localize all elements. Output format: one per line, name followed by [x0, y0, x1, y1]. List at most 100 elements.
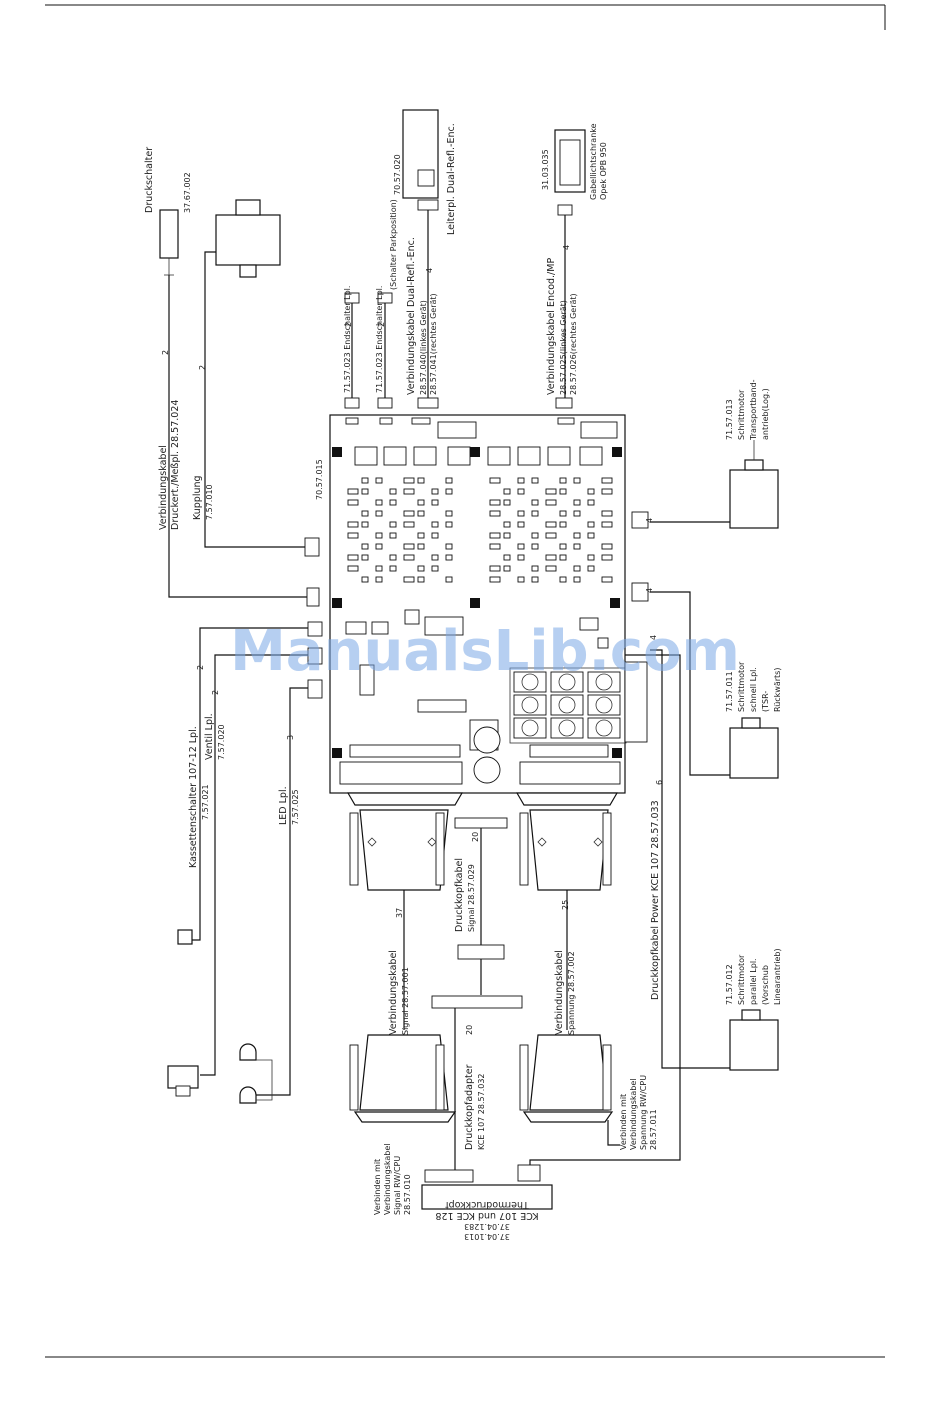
smd-component: [389, 488, 397, 495]
dsub-connector-right: [515, 792, 619, 891]
label-motor-schnell-3: (TSR-: [761, 691, 770, 712]
label-dual-refl-kabel-3: 28.57.041(rechtes Gerät): [429, 293, 438, 395]
smd-component: [445, 554, 453, 561]
smd-component: [559, 510, 567, 517]
count-encod: 4: [562, 245, 571, 250]
led-part: [239, 1043, 273, 1104]
smd-component: [361, 488, 369, 495]
smd-component: [573, 510, 581, 517]
label-thermo-2: KCE 107 und KCE 128: [435, 1210, 538, 1221]
label-motor-transport-1: Schrittmotor: [737, 389, 746, 440]
wire-counts: 2 2 2 2 4 4 4 4 4 2 2 3 6 20 20 37 25: [161, 245, 664, 1035]
gabellichtschranke-part: [554, 129, 586, 216]
smd-component: [489, 499, 501, 506]
capacitor-circle: [558, 696, 576, 714]
label-dk-signal-2: Signal 28.57.029: [467, 864, 476, 932]
count-signal-37: 37: [395, 908, 404, 918]
smd-component: [503, 532, 511, 539]
label-druckschalter-nr: 37.67.002: [183, 172, 192, 213]
count-endschalter-1: 2: [344, 322, 353, 327]
smd-component: [489, 543, 501, 550]
label-encod-kabel-2: 28.57.025(linkes Gerät): [559, 300, 568, 395]
count-endschalter-2: 2: [377, 322, 386, 327]
label-endschalter-2: 71.57.023 Endschalter Lpl.: [375, 286, 384, 393]
smd-component: [431, 532, 439, 539]
label-motor-schnell-2: schnell Lpl.: [749, 667, 758, 712]
count-motor-parallel: 4: [649, 635, 658, 640]
count-druck: 2: [161, 350, 170, 355]
smd-component: [559, 543, 567, 550]
label-gabel-2: Opek OPB 950: [599, 142, 608, 200]
power-capacitor: [587, 717, 621, 739]
power-capacitor: [513, 694, 547, 716]
smd-component: [389, 554, 397, 561]
smd-component: [417, 499, 425, 506]
smd-component: [445, 576, 453, 583]
rotated-labels: Druckschalter 37.67.002 Verbindungskabel…: [144, 123, 782, 1215]
smd-component: [503, 554, 511, 561]
label-adapter-2: KCE 107 28.57.032: [477, 1073, 486, 1150]
smd-component: [445, 543, 453, 550]
label-motor-parallel-4: Linearantrieb): [773, 948, 782, 1005]
capacitor-circle: [521, 673, 539, 691]
label-bottom-right-2: Verbindungskabel: [629, 1078, 638, 1150]
power-capacitor: [513, 671, 547, 693]
thermo-print-head: [421, 1164, 553, 1210]
label-bottom-left-3: Signal RW/CPU: [393, 1156, 402, 1215]
smd-component: [559, 554, 567, 561]
smd-component: [601, 510, 613, 517]
smd-component: [503, 499, 511, 506]
count-kupplung: 2: [198, 365, 207, 370]
smd-component: [573, 576, 581, 583]
count-dual-refl: 4: [425, 268, 434, 273]
capacitor-circle: [558, 673, 576, 691]
smd-component: [375, 477, 383, 484]
label-bottom-left-1: Verbinden mit: [373, 1159, 382, 1215]
label-bottom-right-4: 28.57.011: [649, 1109, 658, 1150]
smd-component: [347, 532, 359, 539]
smd-component: [403, 576, 415, 583]
smd-component: [347, 565, 359, 572]
smd-component: [573, 532, 581, 539]
smd-component: [531, 499, 539, 506]
smd-component: [601, 543, 613, 550]
smd-component: [417, 532, 425, 539]
smd-component: [601, 488, 613, 495]
smd-component: [361, 477, 369, 484]
smd-component: [375, 565, 383, 572]
smd-component: [403, 521, 415, 528]
label-ventil-1: Ventil Lpl.: [204, 713, 215, 760]
smd-component: [361, 543, 369, 550]
count-motor-schnell: 4: [645, 588, 654, 593]
smd-component: [531, 576, 539, 583]
smd-component: [559, 488, 567, 495]
smd-component: [347, 488, 359, 495]
count-ventil: 2: [211, 690, 220, 695]
label-gabel-nr: 31.03.035: [541, 149, 550, 190]
smd-component: [587, 565, 595, 572]
smd-component: [587, 488, 595, 495]
smd-component: [531, 532, 539, 539]
capacitor-circle: [521, 696, 539, 714]
smd-component: [517, 521, 525, 528]
smd-component: [375, 576, 383, 583]
label-encod-kabel-3: 28.57.026(rechtes Gerät): [569, 293, 578, 395]
power-capacitor: [550, 671, 584, 693]
dual-refl-enc-board: [402, 109, 439, 211]
label-main-board: 70.57.015: [315, 459, 324, 500]
motor-parallel: [729, 1009, 779, 1071]
label-dual-refl-enc-2: Leiterpl. Dual-Refl.-Enc.: [446, 123, 457, 235]
smd-component: [431, 499, 439, 506]
label-vk-signal-2: Signal 28.57.001: [401, 967, 410, 1035]
smd-component: [601, 554, 613, 561]
smd-component: [417, 543, 425, 550]
smd-component: [389, 565, 397, 572]
smd-component: [431, 554, 439, 561]
label-vk-spannung-1: Verbindungskabel: [554, 950, 565, 1035]
label-motor-parallel-nr: 71.57.012: [725, 964, 734, 1005]
smd-component: [503, 521, 511, 528]
smd-component: [417, 510, 425, 517]
smd-component: [417, 576, 425, 583]
count-motor-transport: 4: [645, 518, 654, 523]
